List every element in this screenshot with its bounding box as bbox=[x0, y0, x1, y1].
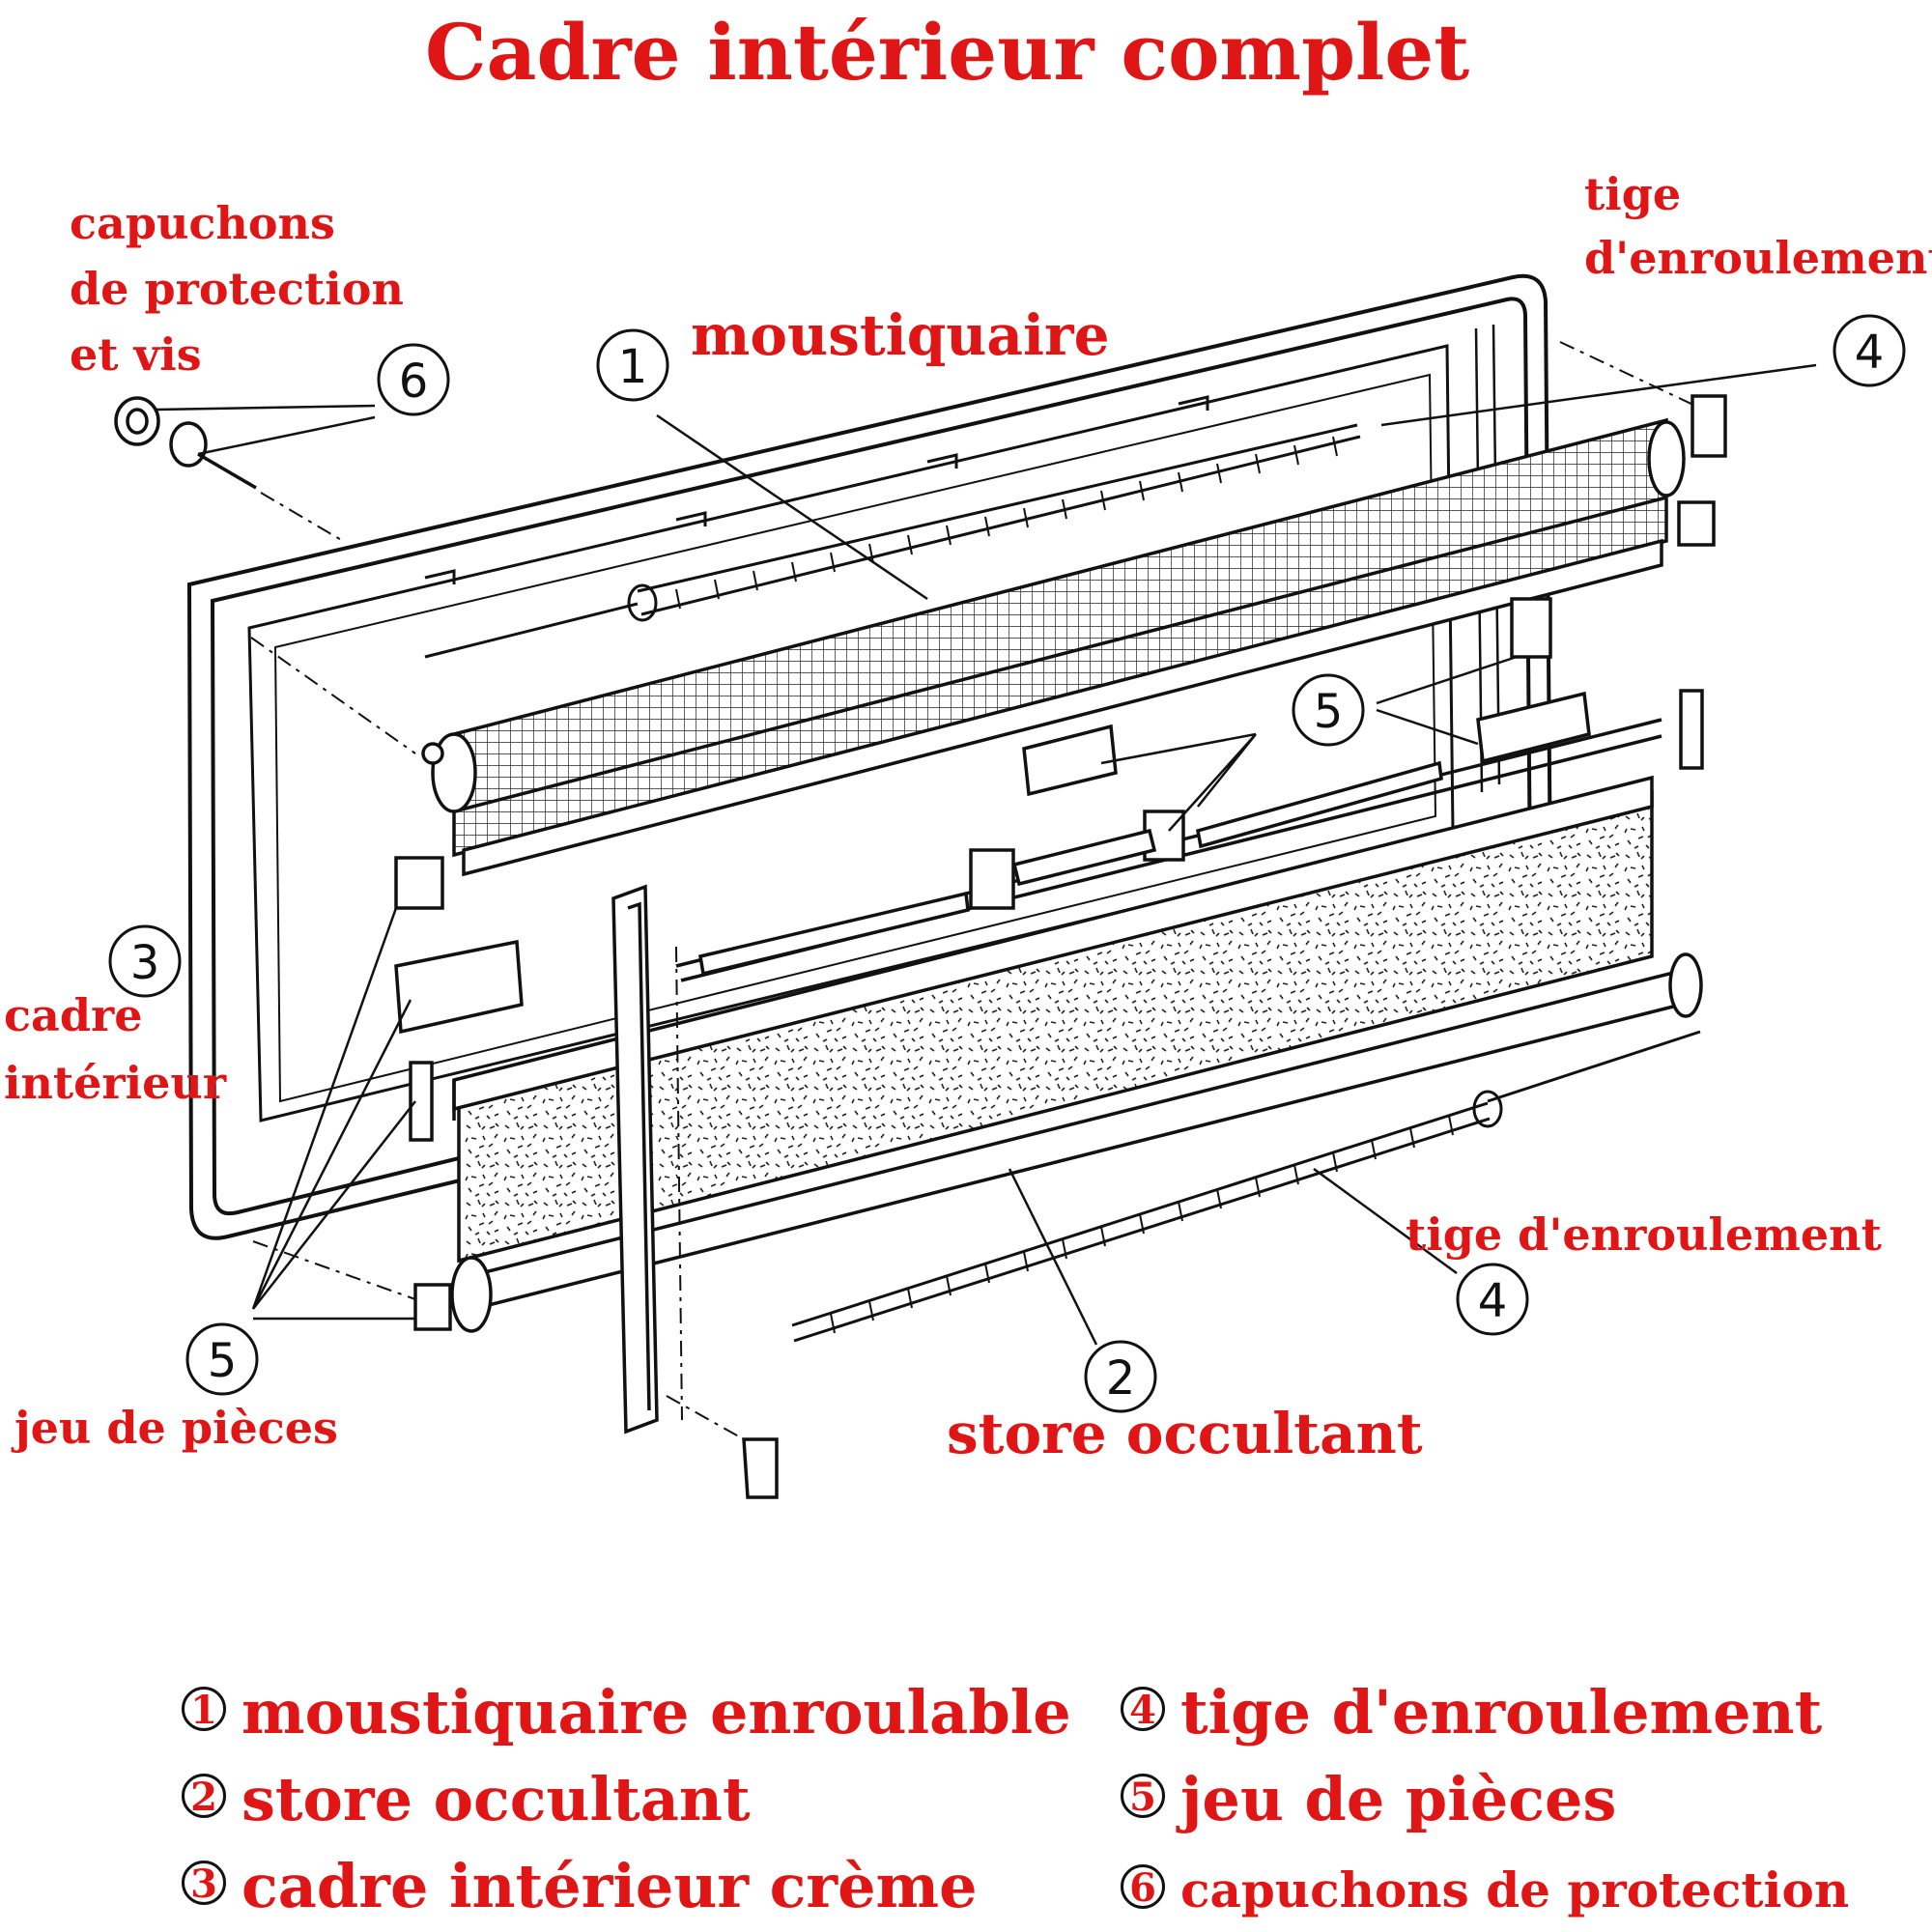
top-winding-rod bbox=[424, 423, 1361, 659]
part-number-5-left: 5 bbox=[208, 1334, 238, 1388]
label-cadre-2: intérieur bbox=[4, 1057, 227, 1109]
legend-label-6: capuchons de protection bbox=[1180, 1861, 1850, 1918]
part-number-texts: 1 2 3 4 4 5 5 6 bbox=[130, 326, 1885, 1406]
leader-lines bbox=[156, 363, 1817, 1346]
assembly-lines bbox=[250, 341, 1696, 1440]
legend-num-6: 6 bbox=[1121, 1864, 1165, 1909]
legend-label-3: cadre intérieur crème bbox=[242, 1851, 978, 1921]
parts-set bbox=[394, 597, 1704, 1142]
bottom-winding-rod bbox=[791, 1030, 1701, 1343]
legend-num-3: 3 bbox=[182, 1861, 226, 1905]
legend-num-5: 5 bbox=[1121, 1774, 1165, 1818]
part-number-1: 1 bbox=[618, 340, 648, 394]
side-guide-rail bbox=[611, 884, 779, 1499]
legend-num-1: 1 bbox=[182, 1687, 226, 1731]
legend-num-2: 2 bbox=[182, 1774, 226, 1818]
part-number-5-right: 5 bbox=[1314, 685, 1344, 739]
label-jeu: jeu de pièces bbox=[14, 1402, 338, 1454]
label-cadre-1: cadre bbox=[4, 989, 143, 1041]
blackout-blind bbox=[413, 718, 1703, 1333]
label-moustiquaire: moustiquaire bbox=[691, 302, 1110, 368]
part-number-4-bottom: 4 bbox=[1478, 1274, 1508, 1328]
label-tige-bottom: tige d'enroulement bbox=[1406, 1208, 1882, 1261]
label-capuchons-3: et vis bbox=[70, 328, 202, 381]
legend-label-1: moustiquaire enroulable bbox=[242, 1677, 1071, 1747]
label-tige-top-2: d'enroulement bbox=[1584, 232, 1932, 284]
mosquito-net-roller bbox=[421, 394, 1727, 877]
page-title: Cadre intérieur complet bbox=[425, 7, 1470, 98]
part-number-2: 2 bbox=[1106, 1351, 1136, 1406]
part-number-4-top: 4 bbox=[1855, 326, 1885, 380]
label-capuchons-2: de protection bbox=[70, 263, 404, 315]
label-tige-top-1: tige bbox=[1584, 168, 1682, 220]
part-number-3: 3 bbox=[130, 936, 160, 990]
caps-and-screw bbox=[114, 396, 257, 490]
legend-label-4: tige d'enroulement bbox=[1180, 1677, 1823, 1747]
part-number-6: 6 bbox=[399, 355, 429, 409]
legend-label-5: jeu de pièces bbox=[1180, 1764, 1617, 1834]
part-number-circles bbox=[108, 314, 1906, 1413]
legend-label-2: store occultant bbox=[242, 1764, 751, 1834]
legend-num-4: 4 bbox=[1121, 1687, 1165, 1731]
label-store: store occultant bbox=[947, 1401, 1423, 1466]
label-capuchons-1: capuchons bbox=[70, 197, 335, 249]
